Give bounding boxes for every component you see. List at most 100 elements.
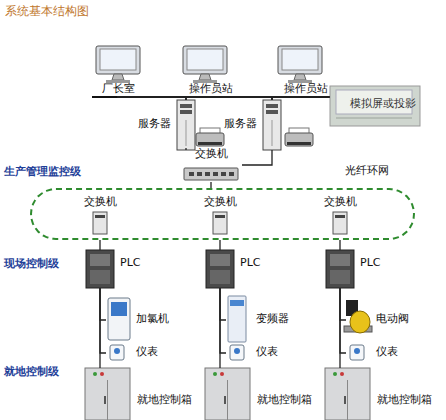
switch-port [189,172,194,176]
indicator-lamp [93,372,97,376]
drive-bay [266,110,278,114]
node-label: 服务器 [138,118,171,130]
screen-photo [330,86,420,126]
network-link [242,150,272,165]
tower-seam [186,120,187,146]
printer-slot [287,142,311,145]
node-label: 光纤环网 [345,165,389,177]
device-node: 电动阀 [346,298,416,342]
meter-dial [114,348,120,354]
monitor-bezel [183,46,227,74]
screen-console [336,118,412,119]
switch-port [197,172,202,176]
network-link [272,97,330,100]
switch-node: 交换机 [200,196,240,240]
meter-icon [350,345,364,360]
monitor-stand [199,74,211,80]
node-label: 交换机 [320,196,360,208]
node-label: 交换机 [200,196,240,208]
drive-bay [180,104,192,108]
tower-seam [272,120,273,146]
server-tower [177,100,195,150]
switch-stripe [215,215,225,218]
node-label: 仪表 [376,346,398,358]
cabinet-node: 就地控制箱 [325,368,435,420]
network-link [339,288,340,368]
network-link [219,240,220,250]
cabinet-handle [104,396,106,404]
node-label: 电动阀 [376,313,409,325]
cabinet-icon [85,368,130,420]
monitor-screen [282,49,318,70]
network-link [99,240,100,250]
node-label: 变频器 [256,313,289,325]
node-label: 操作员站 [284,83,328,95]
monitor-node: 厂长室 [94,44,160,96]
node-label: 就地控制箱 [137,394,192,406]
node-label: 仪表 [136,346,158,358]
node-label: 操作员站 [189,83,233,95]
node-label: 加氯机 [136,313,169,325]
monitor-stand [112,74,124,80]
switch-node: 交换机 [320,196,360,240]
cabinet-node: 就地控制箱 [205,368,315,420]
meter-node: 仪表 [226,344,286,362]
monitor-screen [100,49,136,70]
indicator-lamp [220,372,224,376]
node-label: 交换机 [180,148,242,160]
level-label: 就地控制级 [4,366,59,378]
level-label: 生产管理监控级 [4,166,81,178]
plc-panel [90,254,110,266]
switch-icon [213,212,227,234]
switch-stripe [95,215,105,218]
meter-icon [110,345,124,360]
plc-panel [330,270,350,284]
cabinet-icon [205,368,250,420]
node-label: 交换机 [80,196,120,208]
switch-port [221,172,226,176]
drive-bay [180,110,192,114]
network-link [185,148,186,150]
plc-icon [86,250,114,288]
inverter-display [230,300,244,306]
meter-icon [230,345,244,360]
network-link [220,288,226,320]
monitor-node: 操作员站 [181,44,247,96]
plc-node: PLC [206,250,264,288]
plc-node: PLC [326,250,384,288]
switch-port [205,172,210,176]
switch-port [229,172,234,176]
meter-node: 仪表 [346,344,406,362]
fiber-ring: 光纤环网交换机交换机交换机 [30,188,415,240]
server-tower [263,100,281,150]
device-node: 加氯机 [106,298,176,342]
cabinet-handle [224,396,226,404]
network-link [220,288,226,353]
plc-panel [210,254,230,266]
node-label: 仪表 [256,346,278,358]
node-label: 就地控制箱 [257,394,312,406]
network-link [100,288,106,320]
plc-icon [206,250,234,288]
node-label: 就地控制箱 [377,394,432,406]
monitor-bezel [278,46,322,74]
monitor-node: 操作员站 [276,44,342,96]
node-label: 服务器 [224,118,257,130]
plc-panel [330,254,350,266]
plc-panel [210,270,230,284]
cabinet-door [107,380,108,420]
screen-node: 模拟屏或投影 [330,86,420,126]
cabinet-handle [344,396,346,404]
node-label: PLC [360,257,380,269]
switch-node: 交换机 [180,148,242,182]
plc-icon [326,250,354,288]
cabinet-door [347,380,348,420]
network-link [219,288,220,368]
node-label: 模拟屏或投影 [350,98,416,110]
switch-icon [184,168,238,180]
meter-dial [354,348,360,354]
node-label: PLC [240,257,260,269]
switch-icon [93,212,107,234]
level-label: 现场控制级 [4,258,59,270]
